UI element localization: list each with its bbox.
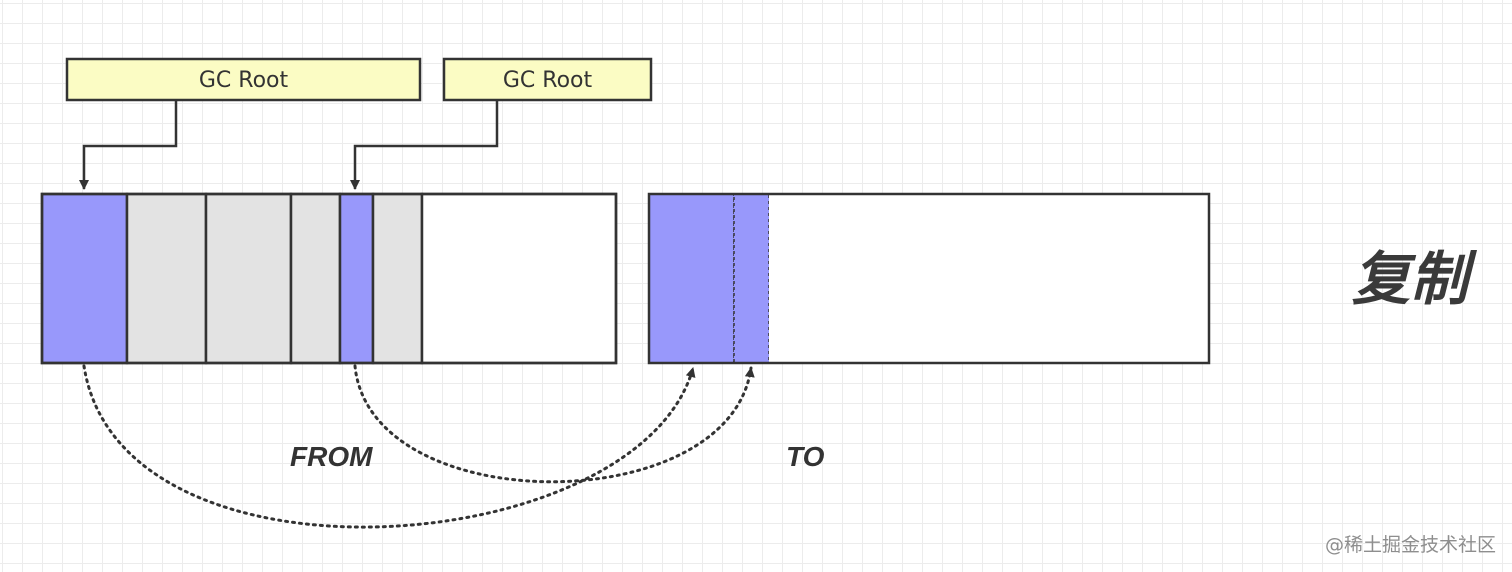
from-cell-2: [204, 192, 293, 365]
copy-arrow-large-object: [82, 364, 696, 529]
from-cell-3: [289, 192, 342, 365]
gc-root-label-2: GC Root: [503, 68, 593, 93]
from-space-label: FROM: [290, 441, 373, 472]
root-reference-arrow-1: [79, 100, 178, 190]
from-space-outline: [40, 192, 618, 365]
from-cell-0: [40, 192, 129, 365]
gc-root-box-2: GC Root: [442, 57, 653, 102]
watermark: @稀土掘金技术社区: [1325, 534, 1496, 556]
to-cell-1: [733, 193, 770, 364]
copy-arrow-small-object: [353, 364, 755, 484]
to-space: [647, 192, 1211, 365]
gc-root-label-1: GC Root: [199, 68, 289, 93]
to-space-outline: [647, 192, 1211, 365]
root-reference-arrow-2: [350, 100, 499, 190]
from-cell-5: [371, 192, 424, 365]
diagram-title: 复制: [1352, 245, 1478, 313]
gc-root-box-1: GC Root: [65, 57, 422, 102]
from-space: [40, 192, 618, 365]
from-cell-1: [125, 192, 208, 365]
from-cell-4: [338, 192, 375, 365]
to-space-label: TO: [786, 441, 825, 472]
to-cell-2: [769, 194, 1209, 363]
to-cell-0: [648, 193, 735, 364]
from-cell-6: [420, 192, 618, 365]
